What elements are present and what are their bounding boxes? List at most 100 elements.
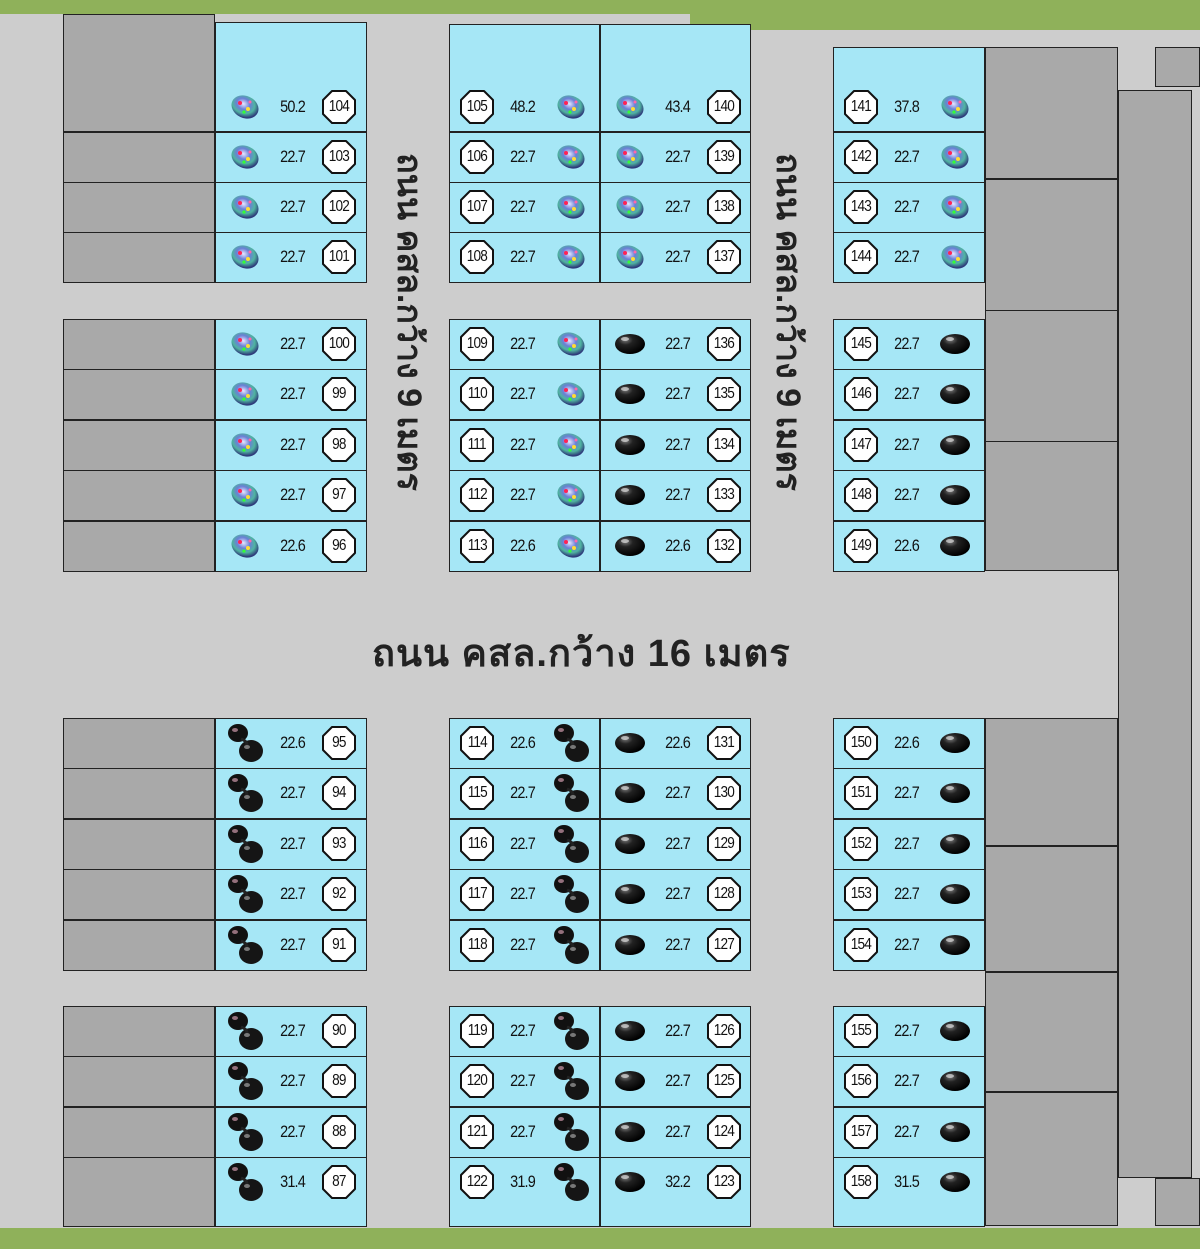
- opal-gem-icon: [551, 531, 591, 561]
- lot-number-badge: 142: [843, 139, 879, 175]
- lot-number: 121: [466, 1122, 488, 1140]
- lot-number: 153: [850, 885, 872, 903]
- lot-number: 139: [713, 148, 735, 165]
- neighbor-lot: [63, 1106, 215, 1158]
- lot-number-badge: 128: [706, 876, 742, 912]
- lot-area: 22.7: [510, 434, 537, 454]
- lot-number: 109: [466, 335, 488, 352]
- neighbor-lot: [63, 869, 215, 921]
- lot-area: 22.6: [894, 535, 921, 555]
- lot-number: 128: [713, 885, 735, 903]
- black-ring-gem-icon: [225, 1110, 265, 1154]
- lot-number-badge: 116: [459, 826, 495, 862]
- lot-number: 133: [713, 486, 735, 504]
- lot-number: 108: [466, 248, 488, 265]
- neighbor-lot: [63, 768, 215, 820]
- lot-area: 22.7: [665, 783, 692, 803]
- black-ring-gem-icon: [551, 1160, 591, 1204]
- lot-area: 22.7: [510, 1021, 537, 1040]
- lot-area: 22.7: [894, 247, 921, 266]
- black-ring-gem-icon: [551, 771, 591, 815]
- main-road-label: ถนน คสล.กว้าง 16 เมตร: [372, 633, 791, 675]
- neighbor-lot: [63, 14, 215, 132]
- lot-number-badge: 126: [706, 1013, 742, 1049]
- neighbor-lot: [985, 972, 1118, 1092]
- lot-number: 118: [467, 935, 487, 953]
- lot-number: 95: [332, 734, 346, 751]
